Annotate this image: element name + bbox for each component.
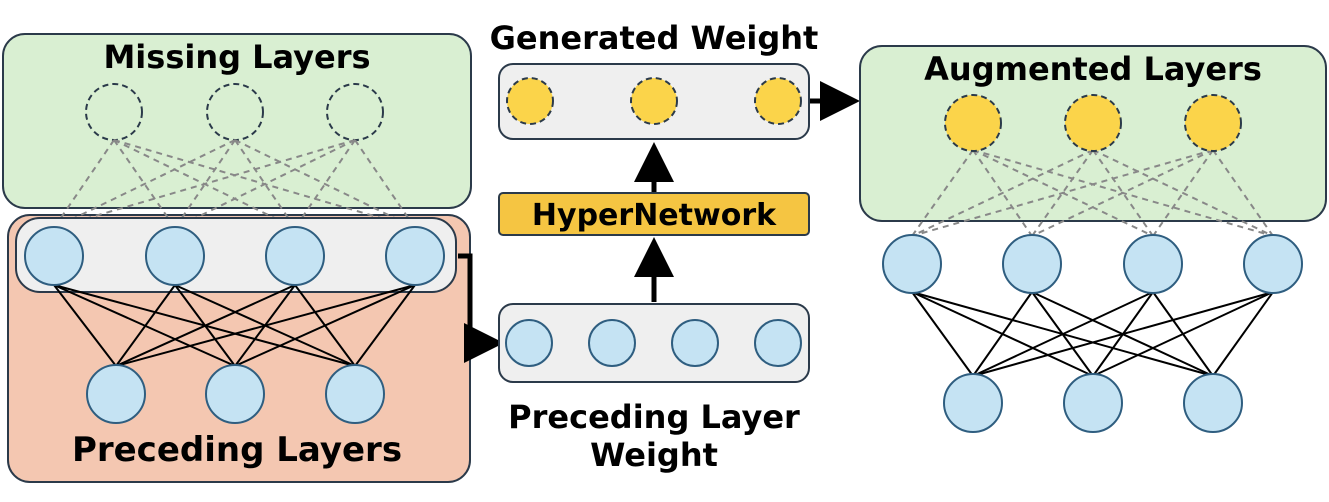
neuron [24, 226, 84, 286]
neuron [205, 364, 265, 424]
augmented-base-neurons [882, 234, 1303, 433]
preceding-layer-weight-title-line2: Weight [590, 436, 718, 474]
generated-weight-title: Generated Weight [490, 19, 819, 57]
extract-weight-arrow [458, 253, 504, 363]
neuron [1243, 234, 1303, 294]
neuron [754, 319, 802, 367]
generated-neuron [1184, 94, 1242, 152]
augmented-layers-title: Augmented Layers [924, 50, 1262, 88]
preceding-layers-title: Preceding Layers [72, 430, 402, 470]
preceding-layer-weight-highlight [15, 217, 457, 293]
hypernetwork-box [498, 192, 810, 236]
generated-neuron [754, 77, 802, 125]
neuron [1123, 234, 1183, 294]
neuron [325, 364, 385, 424]
hypernetwork-label: HyperNetwork [532, 198, 777, 233]
generated-neurons [506, 77, 802, 125]
preceding-neurons [24, 226, 445, 424]
generated-neuron [944, 94, 1002, 152]
neuron [265, 226, 325, 286]
missing-layers-title: Missing Layers [103, 38, 370, 76]
augmented-generated-neurons [944, 94, 1242, 152]
neuron [943, 373, 1003, 433]
preceding-layer-weight-title-line1: Preceding Layer [508, 398, 800, 436]
generated-neuron [1064, 94, 1122, 152]
neuron [505, 319, 553, 367]
neuron [145, 226, 205, 286]
neuron [1063, 373, 1123, 433]
weight-neurons [505, 319, 802, 367]
preceding-connections [53, 284, 416, 367]
missing-layers-panel: Missing Layers [2, 33, 472, 209]
augmented-base-connections [911, 291, 1274, 377]
missing-connections [53, 139, 416, 229]
neuron [385, 226, 445, 286]
neuron [588, 319, 636, 367]
neuron [1183, 373, 1243, 433]
neuron [86, 364, 146, 424]
neuron [882, 234, 942, 294]
augmented-connections [911, 149, 1274, 237]
generated-neuron [630, 77, 678, 125]
neuron [1002, 234, 1062, 294]
generated-neuron [506, 77, 554, 125]
neuron [671, 319, 719, 367]
preceding-layer-weight-box [498, 303, 810, 383]
